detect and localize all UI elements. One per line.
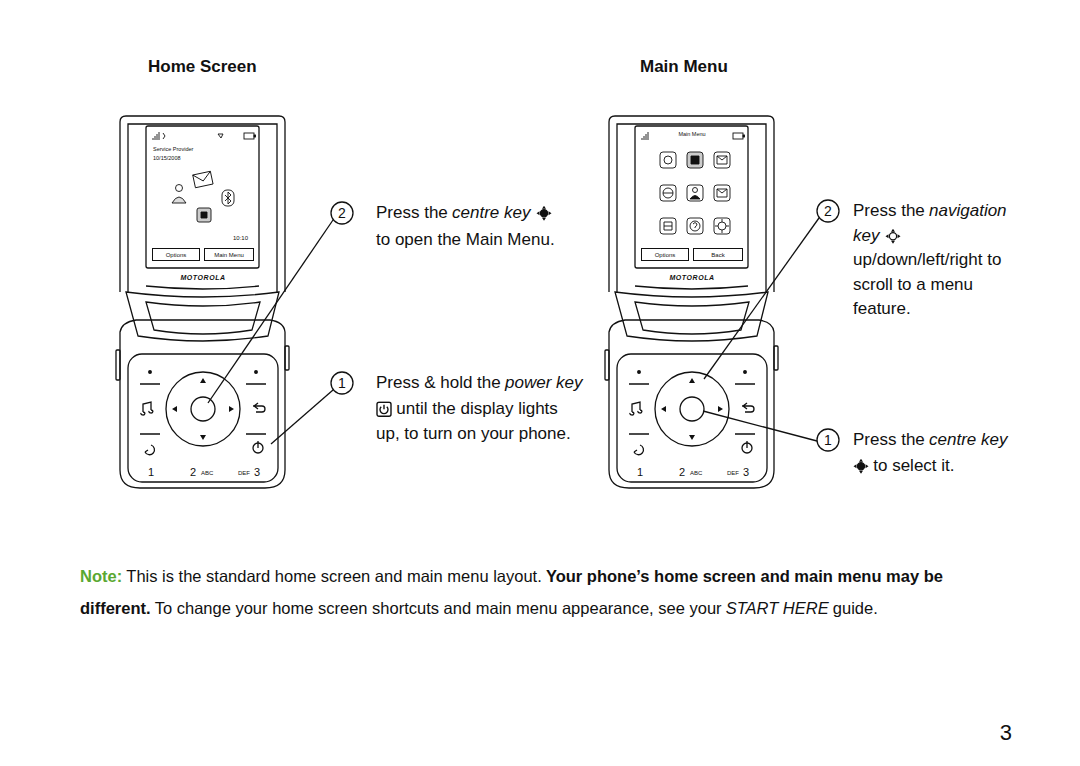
text-line: Home Screen [148,57,257,77]
text-line: feature. [853,299,911,319]
softkey-label: Options [166,252,187,258]
key-label: 2 [679,466,685,478]
instruction-text: until the display lights [396,399,558,418]
text-line: Press thecentre key [376,203,552,223]
text-line: 1 [148,466,154,479]
instruction-text: key [853,226,879,245]
instruction-text: to select it. [873,456,954,475]
note-text: To change your home screen shortcuts and… [155,599,722,617]
instruction-text: up, to turn on your phone. [376,424,571,443]
section-heading: Home Screen [148,57,257,76]
text-line: to open the Main Menu. [376,230,555,250]
power-key-icon [376,401,392,417]
softkey-box: Back [693,248,743,261]
instruction-text: centre key [452,203,530,222]
text-line: DEF [238,470,250,477]
brand-logo: MOTOROLA [180,274,225,281]
instruction-text: up/down/left/right to [853,250,1001,269]
softkey-label: Back [711,252,724,258]
note-text: START HERE [726,599,829,617]
key-label: 2 [190,466,196,478]
text-line: ABC [201,470,213,477]
key-label: ABC [201,470,213,476]
text-line: 2 [679,466,685,479]
note-text: This is the standard home screen and mai… [126,567,541,585]
instruction-text: to open the Main Menu. [376,230,555,249]
text-line: 10:10 [233,235,248,242]
callout-number: 2 [824,203,832,219]
brand-logo: MOTOROLA [669,274,714,281]
text-line: 2 [338,205,346,221]
key-label: 3 [743,466,749,478]
text-line: Press thecentre key [853,430,1008,450]
text-line: up/down/left/right to [853,250,1001,270]
centre-key-icon [536,205,552,221]
instruction-text: power key [505,373,582,392]
key-label: 3 [254,466,260,478]
text-line: 1 [338,375,346,391]
instruction-text: Press & hold the [376,373,501,392]
note-text: Note: [80,567,122,585]
instruction-text: Press the [376,203,448,222]
instruction-text: navigation [929,201,1007,220]
softkey-box: Options [641,248,689,261]
key-label: ABC [690,470,702,476]
text-line: Press & hold thepower key [376,373,582,393]
note-text: guide. [833,599,878,617]
text-line: MOTOROLA [180,274,225,282]
callout-number: 2 [338,205,346,221]
screen-text: 10:10 [233,235,248,241]
centre-key-icon [853,458,869,474]
text-line: MOTOROLA [669,274,714,282]
text-line: ABC [690,470,702,477]
text-line: 1 [637,466,643,479]
text-line: DEF [727,470,739,477]
text-line: to select it. [853,456,955,476]
text-line: up, to turn on your phone. [376,424,571,444]
instruction-text: scroll to a menu [853,275,973,294]
screen-text: Service Provider [153,146,193,152]
callout-number: 1 [338,375,346,391]
navigation-key-icon [885,228,901,244]
text-line: 2 [190,466,196,479]
instruction-text: feature. [853,299,911,318]
page-number: 3 [1000,720,1012,745]
text-line: Press thenavigation [853,201,1007,221]
key-label: 1 [637,466,643,478]
text-line: 2 [824,203,832,219]
text-line: Main Menu [678,131,705,137]
instruction-text: Press the [853,201,925,220]
text-line: Main Menu [640,57,728,77]
softkey-label: Options [655,252,676,258]
key-label: 1 [148,466,154,478]
softkey-box: Options [152,248,200,261]
text-line: 1 [824,432,832,448]
section-heading: Main Menu [640,57,728,76]
text-line: Service Provider [153,146,193,152]
callout-number: 1 [824,432,832,448]
screen-text: 10/15/2008 [153,155,181,161]
text-line: 3 [1000,720,1012,745]
screen-text: Main Menu [678,131,705,137]
softkey-label: Main Menu [214,252,244,258]
text-line: until the display lights [376,399,558,419]
text-line: 10/15/2008 [153,155,181,161]
key-label: DEF [238,470,250,476]
text-line: Note:This is the standard home screen an… [80,560,1015,624]
softkey-box: Main Menu [204,248,254,261]
text-line: 3 [743,466,749,479]
text-line: key [853,226,901,246]
text-line: 3 [254,466,260,479]
instruction-text: centre key [929,430,1007,449]
text-line: scroll to a menu [853,275,973,295]
instruction-text: Press the [853,430,925,449]
key-label: DEF [727,470,739,476]
